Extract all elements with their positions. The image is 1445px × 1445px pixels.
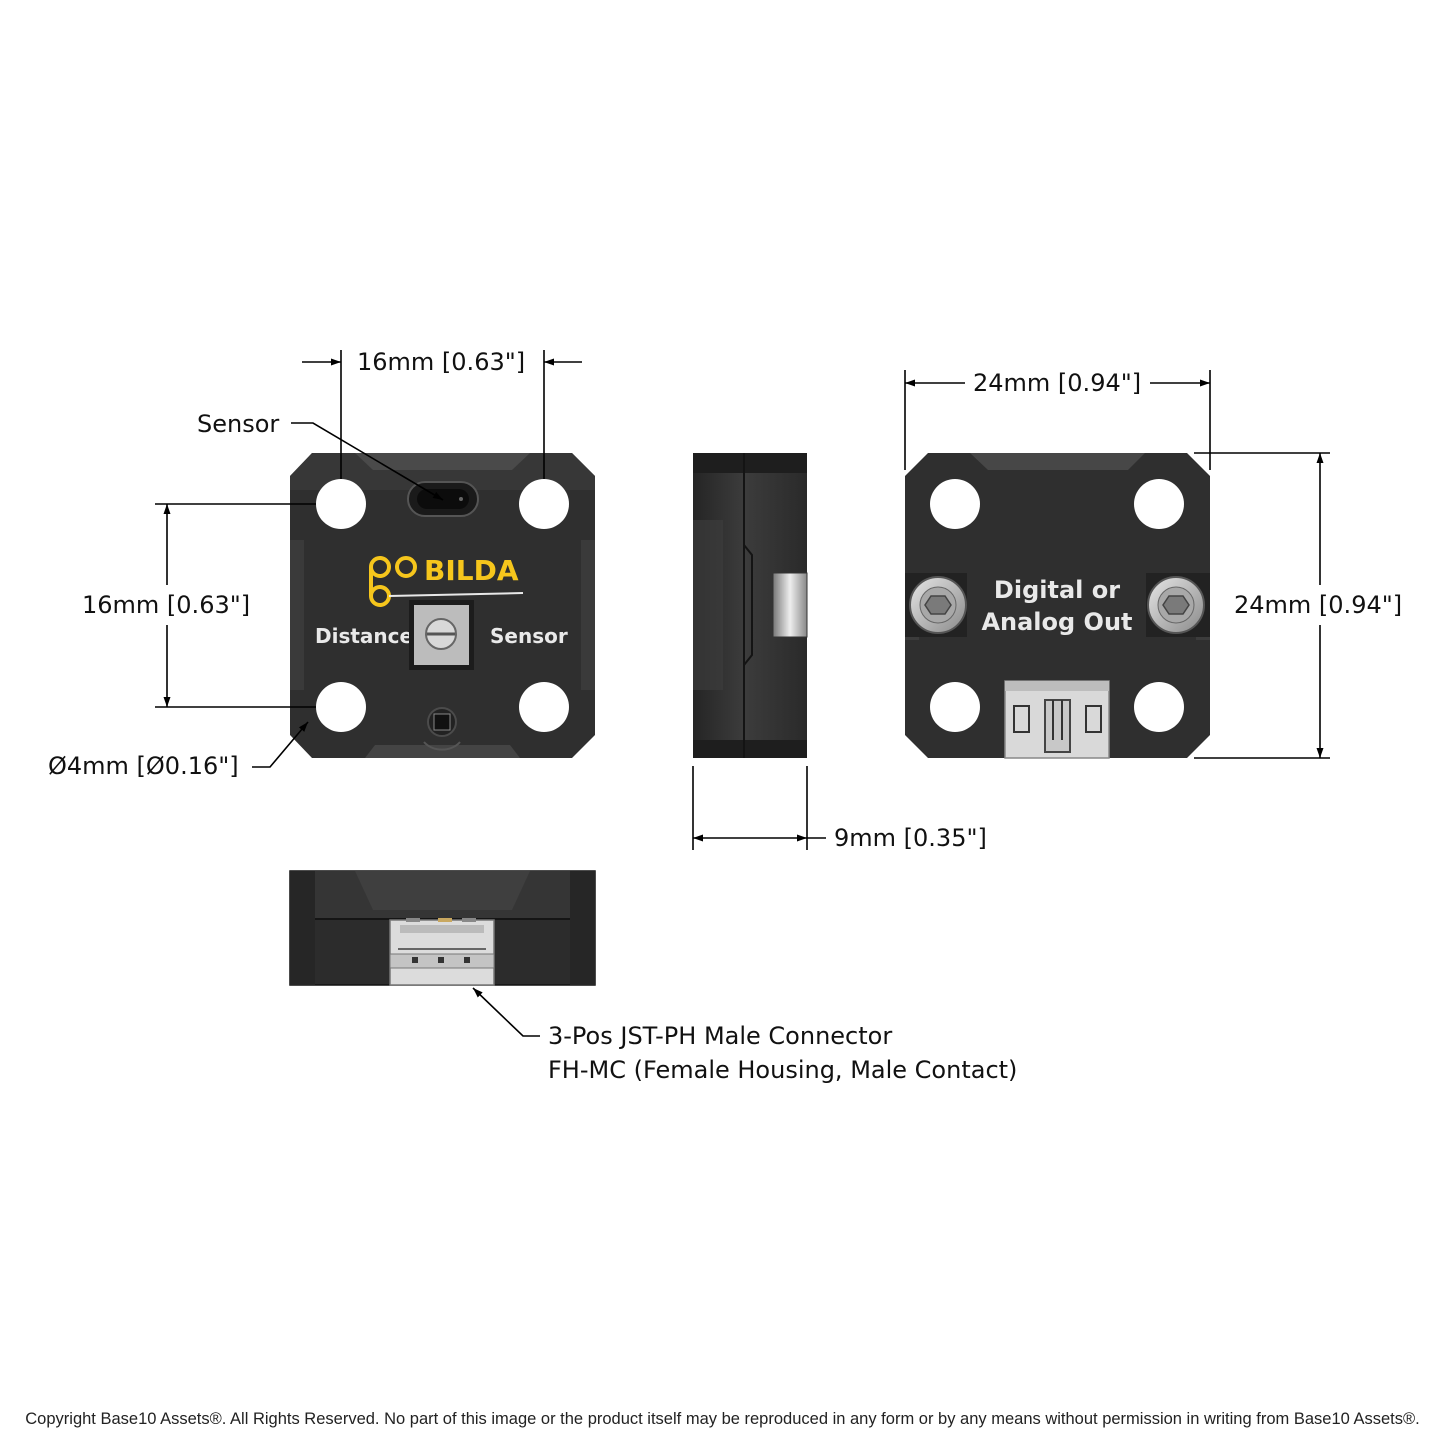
bottom-view	[289, 870, 596, 986]
front-view: BILDA Distance Sensor	[290, 453, 595, 758]
dim-hole-diameter: Ø4mm [Ø0.16"]	[48, 752, 239, 780]
gobilda-logo: BILDA	[369, 554, 524, 607]
side-view	[693, 453, 808, 758]
screw-left	[905, 573, 967, 637]
mount-hole-bl	[316, 682, 366, 732]
dim-hole-spacing-vertical: 16mm [0.63"]	[82, 591, 250, 619]
back-body	[905, 453, 1210, 758]
back-hole-tl	[930, 479, 980, 529]
front-dimensions: 16mm [0.63"] 16mm [0.63"] Sensor Ø4mm [Ø…	[48, 348, 582, 780]
copyright-notice: Copyright Base10 Assets®. All Rights Res…	[25, 1410, 1420, 1428]
back-hole-br	[1134, 682, 1184, 732]
side-dimensions: 9mm [0.35"]	[692, 766, 987, 852]
jst-connector-bottom	[389, 918, 495, 986]
screw-right	[1146, 573, 1210, 637]
back-dimensions: 24mm [0.94"] 24mm [0.94"]	[904, 369, 1402, 759]
connector-label-line2: FH-MC (Female Housing, Male Contact)	[548, 1056, 1017, 1084]
mount-hole-tl	[316, 479, 366, 529]
dim-hole-spacing-horizontal: 16mm [0.63"]	[357, 348, 525, 376]
jst-connector-back	[1004, 680, 1110, 759]
callout-sensor: Sensor	[197, 410, 279, 438]
svg-text:BILDA: BILDA	[424, 554, 519, 587]
dim-thickness: 9mm [0.35"]	[834, 824, 987, 852]
front-label-left: Distance	[315, 624, 413, 648]
back-hole-tr	[1134, 479, 1184, 529]
mount-hole-br	[519, 682, 569, 732]
back-label-line2: Analog Out	[981, 608, 1132, 636]
connector-label-line1: 3-Pos JST-PH Male Connector	[548, 1022, 892, 1050]
dim-height: 24mm [0.94"]	[1234, 591, 1402, 619]
dim-width: 24mm [0.94"]	[973, 369, 1141, 397]
bottom-callout: 3-Pos JST-PH Male Connector FH-MC (Femal…	[472, 987, 1017, 1084]
back-hole-bl	[930, 682, 980, 732]
back-view: Digital or Analog Out	[905, 453, 1210, 759]
front-label-right: Sensor	[490, 624, 568, 648]
back-label-line1: Digital or	[994, 576, 1120, 604]
side-screw-head	[773, 573, 807, 637]
status-led	[423, 707, 461, 751]
mount-hole-tr	[519, 479, 569, 529]
